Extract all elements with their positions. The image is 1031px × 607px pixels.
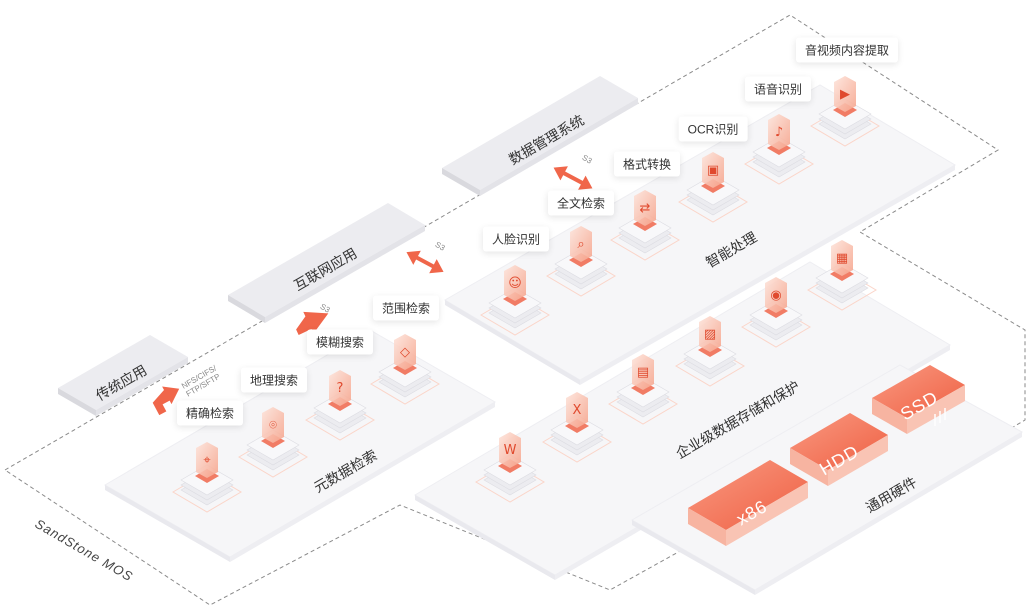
doc-search-icon: ⌕: [546, 226, 616, 297]
internet-tab: [228, 203, 425, 323]
svg-text:♪: ♪: [775, 125, 783, 140]
exact-search-label: 精确检索: [176, 400, 244, 426]
face-recognition-label: 人脸识别: [482, 226, 550, 252]
s3-arrow-3: [553, 166, 593, 190]
s3-arrow-2: [406, 250, 444, 274]
svg-text:▶: ▶: [840, 87, 850, 102]
geo-search-label: 地理搜索: [240, 367, 308, 393]
audio-file-icon: ◉: [741, 277, 811, 348]
face-id-icon: ☺: [480, 265, 550, 336]
excel-file-icon: X: [542, 392, 612, 463]
hw-ssd-block: [872, 365, 965, 434]
pdf-file-icon: ▤: [608, 354, 678, 425]
microphone-icon: ♪: [744, 114, 814, 185]
svg-text:▨: ▨: [704, 327, 716, 342]
location-pin-icon: ⌾: [238, 407, 308, 478]
svg-text:◇: ◇: [400, 345, 410, 360]
svg-text:◉: ◉: [770, 288, 781, 303]
svg-text:X: X: [573, 403, 582, 418]
format-conversion-label: 格式转换: [613, 151, 681, 177]
hw-x86-block: [688, 460, 808, 546]
svg-text:W: W: [504, 443, 517, 458]
video-clip-icon: ▦: [807, 240, 877, 311]
video-file-icon: ▶: [810, 76, 880, 147]
convert-icon: ⇄: [610, 190, 680, 261]
svg-text:⌕: ⌕: [577, 237, 584, 252]
svg-text:⌾: ⌾: [269, 418, 277, 433]
crosshair-icon: ⌖: [172, 442, 242, 513]
s3-arrow-1: [296, 311, 329, 335]
fuzzy-search-label: 模糊搜索: [306, 329, 374, 355]
svg-text:▤: ▤: [637, 365, 649, 380]
av-extraction-label: 音视频内容提取: [795, 37, 899, 63]
hw-hdd-block: [790, 413, 888, 486]
map-icon: ◇: [370, 334, 440, 405]
svg-text:☺: ☺: [508, 276, 522, 291]
svg-text:⇄: ⇄: [640, 201, 651, 216]
svg-text:⌖: ⌖: [203, 453, 211, 468]
datamgmt-tab: [442, 76, 638, 196]
svg-text:?: ?: [337, 381, 344, 396]
speech-recognition-label: 语音识别: [744, 76, 812, 102]
svg-text:▣: ▣: [707, 163, 719, 178]
ocr-label: OCR识别: [678, 116, 748, 142]
question-bubble-icon: ?: [305, 370, 375, 441]
traditional-tab: [58, 335, 188, 416]
word-file-icon: W: [475, 432, 545, 503]
range-search-label: 范围检索: [372, 295, 440, 321]
svg-text:▦: ▦: [836, 251, 848, 266]
image-file-icon: ▨: [675, 316, 745, 387]
nas-arrow: [152, 386, 180, 416]
ocr-icon: ▣: [678, 152, 748, 223]
fulltext-search-label: 全文检索: [547, 190, 615, 216]
smart-platform: [444, 84, 956, 385]
